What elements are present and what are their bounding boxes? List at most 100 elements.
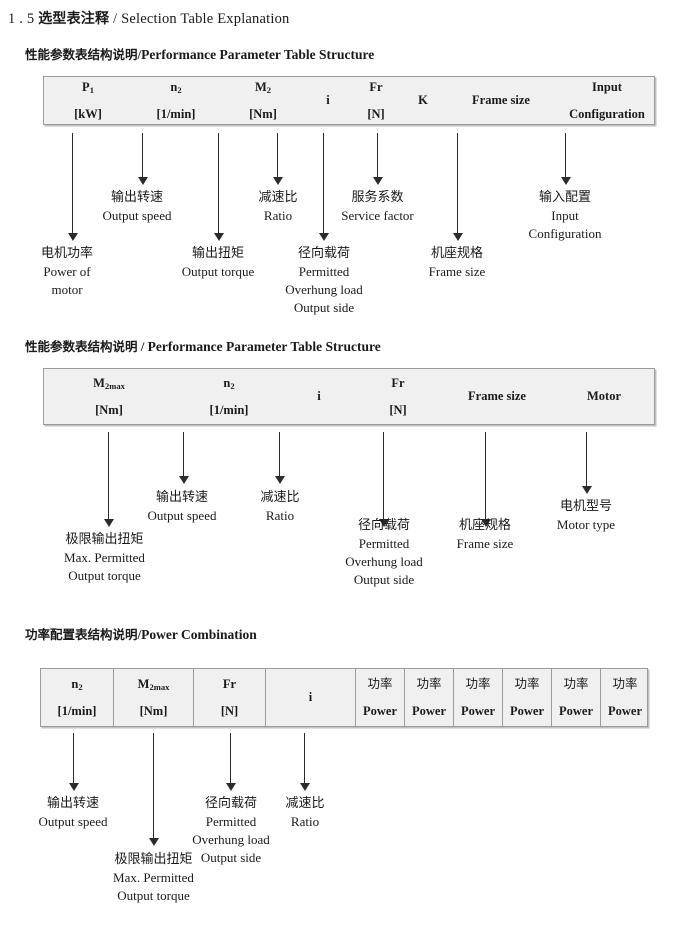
table1-col-m2: M2 [Nm]: [220, 77, 306, 124]
note-ratio-cn: 减速比: [258, 190, 298, 205]
note-permitted-overhung-load-2-en-3: Output side: [353, 571, 415, 587]
table1-col-input-configuration-unit: Configuration: [569, 107, 645, 121]
arrow-to-service-factor: [372, 133, 383, 185]
table3-col-power-5: 功率 Power: [552, 669, 601, 726]
note-input-configuration-cn: 输入配置: [538, 190, 591, 205]
table2-col-fr-unit: [N]: [389, 403, 407, 417]
table1-col-fr: Fr [N]: [350, 77, 402, 124]
table3-col-power-2: 功率 Power: [405, 669, 454, 726]
note-max-permitted-output-torque: 极限输出扭矩 Max. Permitted Output torque: [32, 531, 177, 585]
table1-col-n2: n2 [1/min]: [132, 77, 220, 124]
table1-col-i: i: [306, 77, 350, 124]
note-power-of-motor-cn: 电机功率: [40, 246, 93, 261]
table2-col-motor-symbol: Motor: [586, 389, 621, 404]
note-permitted-overhung-load-2-en-2: Overhung load: [345, 553, 423, 569]
arrow-to-permitted-overhung-load: [318, 133, 329, 241]
note-input-configuration: 输入配置 Input Configuration: [510, 189, 620, 243]
table1-col-n2-symbol: n2: [170, 79, 182, 95]
section-heading-3-sep: /: [137, 627, 142, 642]
table2-col-frame-size: Frame size: [442, 369, 552, 424]
table1-col-frame-size-symbol: Frame size: [472, 93, 530, 108]
note-permitted-overhung-load-2: 径向载荷 Permitted Overhung load Output side: [329, 517, 439, 589]
note-ratio-3-en: Ratio: [290, 813, 320, 829]
page-title-cn: 选型表注释: [38, 11, 110, 27]
table2-col-n2-unit: [1/min]: [209, 403, 249, 417]
arrow-to-power-of-motor: [67, 133, 78, 241]
section-heading-1-sep: /: [137, 47, 142, 62]
note-permitted-overhung-load-3-cn: 径向载荷: [204, 796, 257, 811]
arrow-to-output-torque: [213, 133, 224, 241]
table2-col-n2-symbol: n2: [223, 375, 235, 391]
page-title-separator: /: [113, 11, 118, 27]
note-input-configuration-en-2: Configuration: [528, 225, 602, 241]
note-motor-type-cn: 电机型号: [559, 499, 612, 514]
note-permitted-overhung-load-en-2: Overhung load: [285, 281, 363, 297]
table2-col-m2max-unit: [Nm]: [95, 403, 123, 417]
note-max-permitted-output-torque-en-2: Output torque: [68, 567, 141, 583]
note-permitted-overhung-load-3-en-1: Permitted: [205, 813, 257, 829]
table3-col-n2-symbol: n2: [71, 676, 83, 692]
note-output-torque-en: Output torque: [181, 263, 255, 279]
table3-col-fr-symbol: Fr: [222, 676, 237, 691]
note-output-speed-3-en: Output speed: [38, 813, 108, 829]
note-ratio-3-cn: 减速比: [285, 796, 325, 811]
note-ratio-2-en: Ratio: [265, 507, 295, 523]
arrow-to-ratio: [272, 133, 283, 185]
table3-col-i: i: [266, 669, 356, 726]
note-motor-type-en: Motor type: [556, 516, 616, 532]
section-heading-2-cn: 性能参数表结构说明: [25, 339, 138, 354]
section-heading-1-cn: 性能参数表结构说明: [25, 47, 138, 62]
note-frame-size: 机座规格 Frame size: [402, 245, 512, 281]
section-heading-3: 功率配置表结构说明/Power Combination: [25, 624, 257, 643]
table2-col-fr-symbol: Fr: [391, 375, 405, 390]
note-permitted-overhung-load-2-en-1: Permitted: [358, 535, 410, 551]
table3-col-power-4-cn: 功率: [514, 675, 540, 691]
note-power-of-motor-en-1: Power of: [43, 263, 91, 279]
table1-col-fr-symbol: Fr: [369, 79, 383, 94]
arrow-to-ratio-3: [299, 733, 310, 791]
note-permitted-overhung-load-3-en-3: Output side: [200, 849, 262, 865]
table3-col-power-4-en: Power: [509, 704, 544, 718]
performance-parameter-table-2: M2max [Nm] n2 [1/min] i Fr [N] Frame siz…: [43, 368, 655, 425]
table3-col-power-1: 功率 Power: [356, 669, 405, 726]
table2-col-frame-size-symbol: Frame size: [468, 389, 526, 404]
arrow-to-permitted-overhung-load-2: [378, 432, 389, 527]
table3-col-power-5-en: Power: [558, 704, 593, 718]
section-heading-3-en: Power Combination: [141, 627, 257, 642]
arrow-to-output-speed: [137, 133, 148, 185]
section-heading-2-en: Performance Parameter Table Structure: [147, 339, 381, 354]
table3-col-m2max: M2max [Nm]: [114, 669, 194, 726]
arrow-to-permitted-overhung-load-3: [225, 733, 236, 791]
table3-col-power-5-cn: 功率: [563, 675, 589, 691]
table2-col-n2: n2 [1/min]: [174, 369, 284, 424]
note-permitted-overhung-load-2-cn: 径向载荷: [357, 518, 410, 533]
section-number: 1 . 5: [8, 11, 35, 27]
note-power-of-motor-en-2: motor: [51, 281, 83, 297]
section-heading-1-en: Performance Parameter Table Structure: [141, 47, 375, 62]
table3-col-fr: Fr [N]: [194, 669, 266, 726]
arrow-to-input-configuration: [560, 133, 571, 185]
table3-col-power-1-cn: 功率: [367, 675, 393, 691]
table1-col-input-configuration: Input Configuration: [558, 77, 656, 124]
table3-col-power-3-cn: 功率: [465, 675, 491, 691]
section-heading-1: 性能参数表结构说明/Performance Parameter Table St…: [25, 44, 374, 63]
note-permitted-overhung-load: 径向载荷 Permitted Overhung load Output side: [269, 245, 379, 317]
table1-col-p1-unit: [kW]: [74, 107, 102, 121]
note-output-speed-3: 输出转速 Output speed: [18, 795, 128, 831]
table3-col-i-symbol: i: [308, 690, 313, 705]
note-output-speed-cn: 输出转速: [110, 190, 163, 205]
table3-col-power-1-en: Power: [362, 704, 397, 718]
note-max-permitted-output-torque-3-en-2: Output torque: [117, 887, 190, 903]
arrow-to-ratio-2: [274, 432, 285, 484]
note-service-factor-en: Service factor: [341, 207, 414, 223]
note-permitted-overhung-load-3: 径向载荷 Permitted Overhung load Output side: [176, 795, 286, 867]
note-output-torque: 输出扭矩 Output torque: [163, 245, 273, 281]
note-max-permitted-output-torque-3-en-1: Max. Permitted: [113, 869, 194, 885]
page-title-en: Selection Table Explanation: [121, 11, 290, 27]
note-frame-size-en: Frame size: [428, 263, 486, 279]
table1-col-m2-unit: [Nm]: [249, 107, 277, 121]
note-max-permitted-output-torque-3-cn: 极限输出扭矩: [114, 852, 193, 867]
table2-col-i: i: [284, 369, 354, 424]
note-output-torque-cn: 输出扭矩: [191, 246, 244, 261]
table3-col-m2max-unit: [Nm]: [139, 704, 168, 718]
